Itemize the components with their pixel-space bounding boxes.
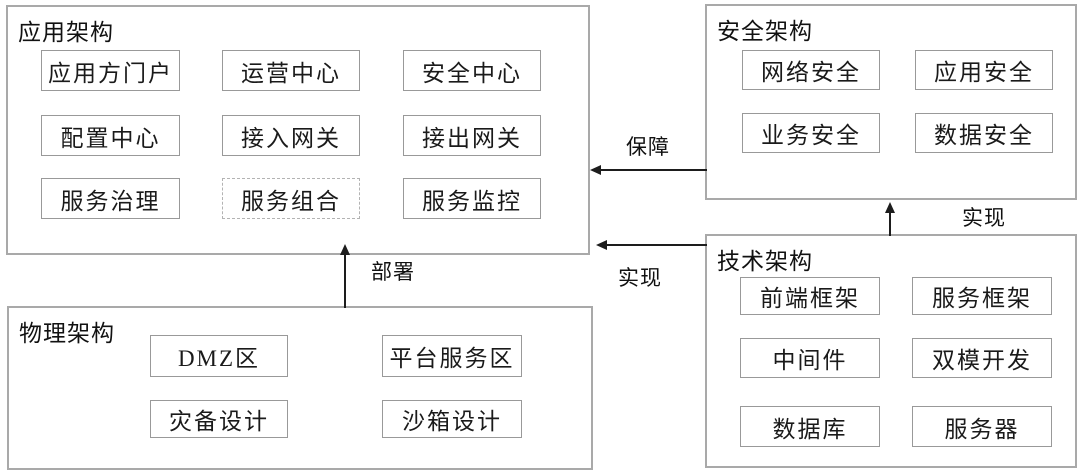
node-application-security: 应用安全 [915, 50, 1053, 90]
panel-application-architecture: 应用架构 应用方门户 运营中心 安全中心 配置中心 接入网关 接出网关 服务治理… [6, 5, 590, 255]
arrow-label-deploy: 部署 [371, 260, 415, 284]
node-outbound-gateway: 接出网关 [403, 115, 541, 156]
node-operation-center: 运营中心 [222, 50, 360, 91]
arrow-line [889, 212, 891, 236]
node-frontend-framework: 前端框架 [740, 277, 880, 315]
arrow-line [344, 254, 346, 308]
panel-technology-architecture: 技术架构 前端框架 服务框架 中间件 双模开发 数据库 服务器 [705, 234, 1077, 468]
node-data-security: 数据安全 [915, 113, 1053, 153]
panel-title-technology: 技术架构 [717, 249, 813, 274]
arrowhead-left-icon [590, 165, 601, 175]
arrow-line [607, 244, 707, 246]
arrow-line [601, 169, 707, 171]
node-service-composition: 服务组合 [222, 178, 360, 219]
node-config-center: 配置中心 [41, 115, 180, 156]
panel-security-architecture: 安全架构 网络安全 应用安全 业务安全 数据安全 [705, 4, 1077, 200]
node-database: 数据库 [740, 406, 880, 447]
node-business-security: 业务安全 [742, 113, 880, 153]
node-inbound-gateway: 接入网关 [222, 115, 360, 156]
panel-title-security: 安全架构 [717, 19, 813, 44]
panel-title-application: 应用架构 [18, 20, 114, 45]
node-platform-service-zone: 平台服务区 [382, 335, 522, 377]
node-disaster-recovery-design: 灾备设计 [150, 400, 288, 438]
node-sandbox-design: 沙箱设计 [382, 400, 522, 438]
node-server: 服务器 [912, 406, 1052, 447]
arrow-label-guarantee: 保障 [626, 135, 670, 159]
node-dual-mode-development: 双模开发 [912, 338, 1052, 378]
arrow-label-realize-left: 实现 [618, 266, 662, 290]
arrowhead-up-icon [340, 244, 350, 255]
node-security-center: 安全中心 [403, 50, 541, 91]
panel-title-physical: 物理架构 [19, 321, 115, 346]
node-dmz-zone: DMZ区 [150, 335, 288, 377]
node-service-governance: 服务治理 [41, 178, 180, 219]
node-application-portal: 应用方门户 [41, 50, 180, 91]
node-service-framework: 服务框架 [912, 277, 1052, 315]
node-service-monitoring: 服务监控 [403, 178, 541, 219]
arrowhead-up-icon [885, 202, 895, 213]
arrow-label-realize-up: 实现 [962, 206, 1006, 230]
node-network-security: 网络安全 [742, 50, 880, 90]
node-middleware: 中间件 [740, 338, 880, 378]
panel-physical-architecture: 物理架构 DMZ区 平台服务区 灾备设计 沙箱设计 [7, 306, 593, 470]
arrowhead-left-icon [596, 240, 607, 250]
